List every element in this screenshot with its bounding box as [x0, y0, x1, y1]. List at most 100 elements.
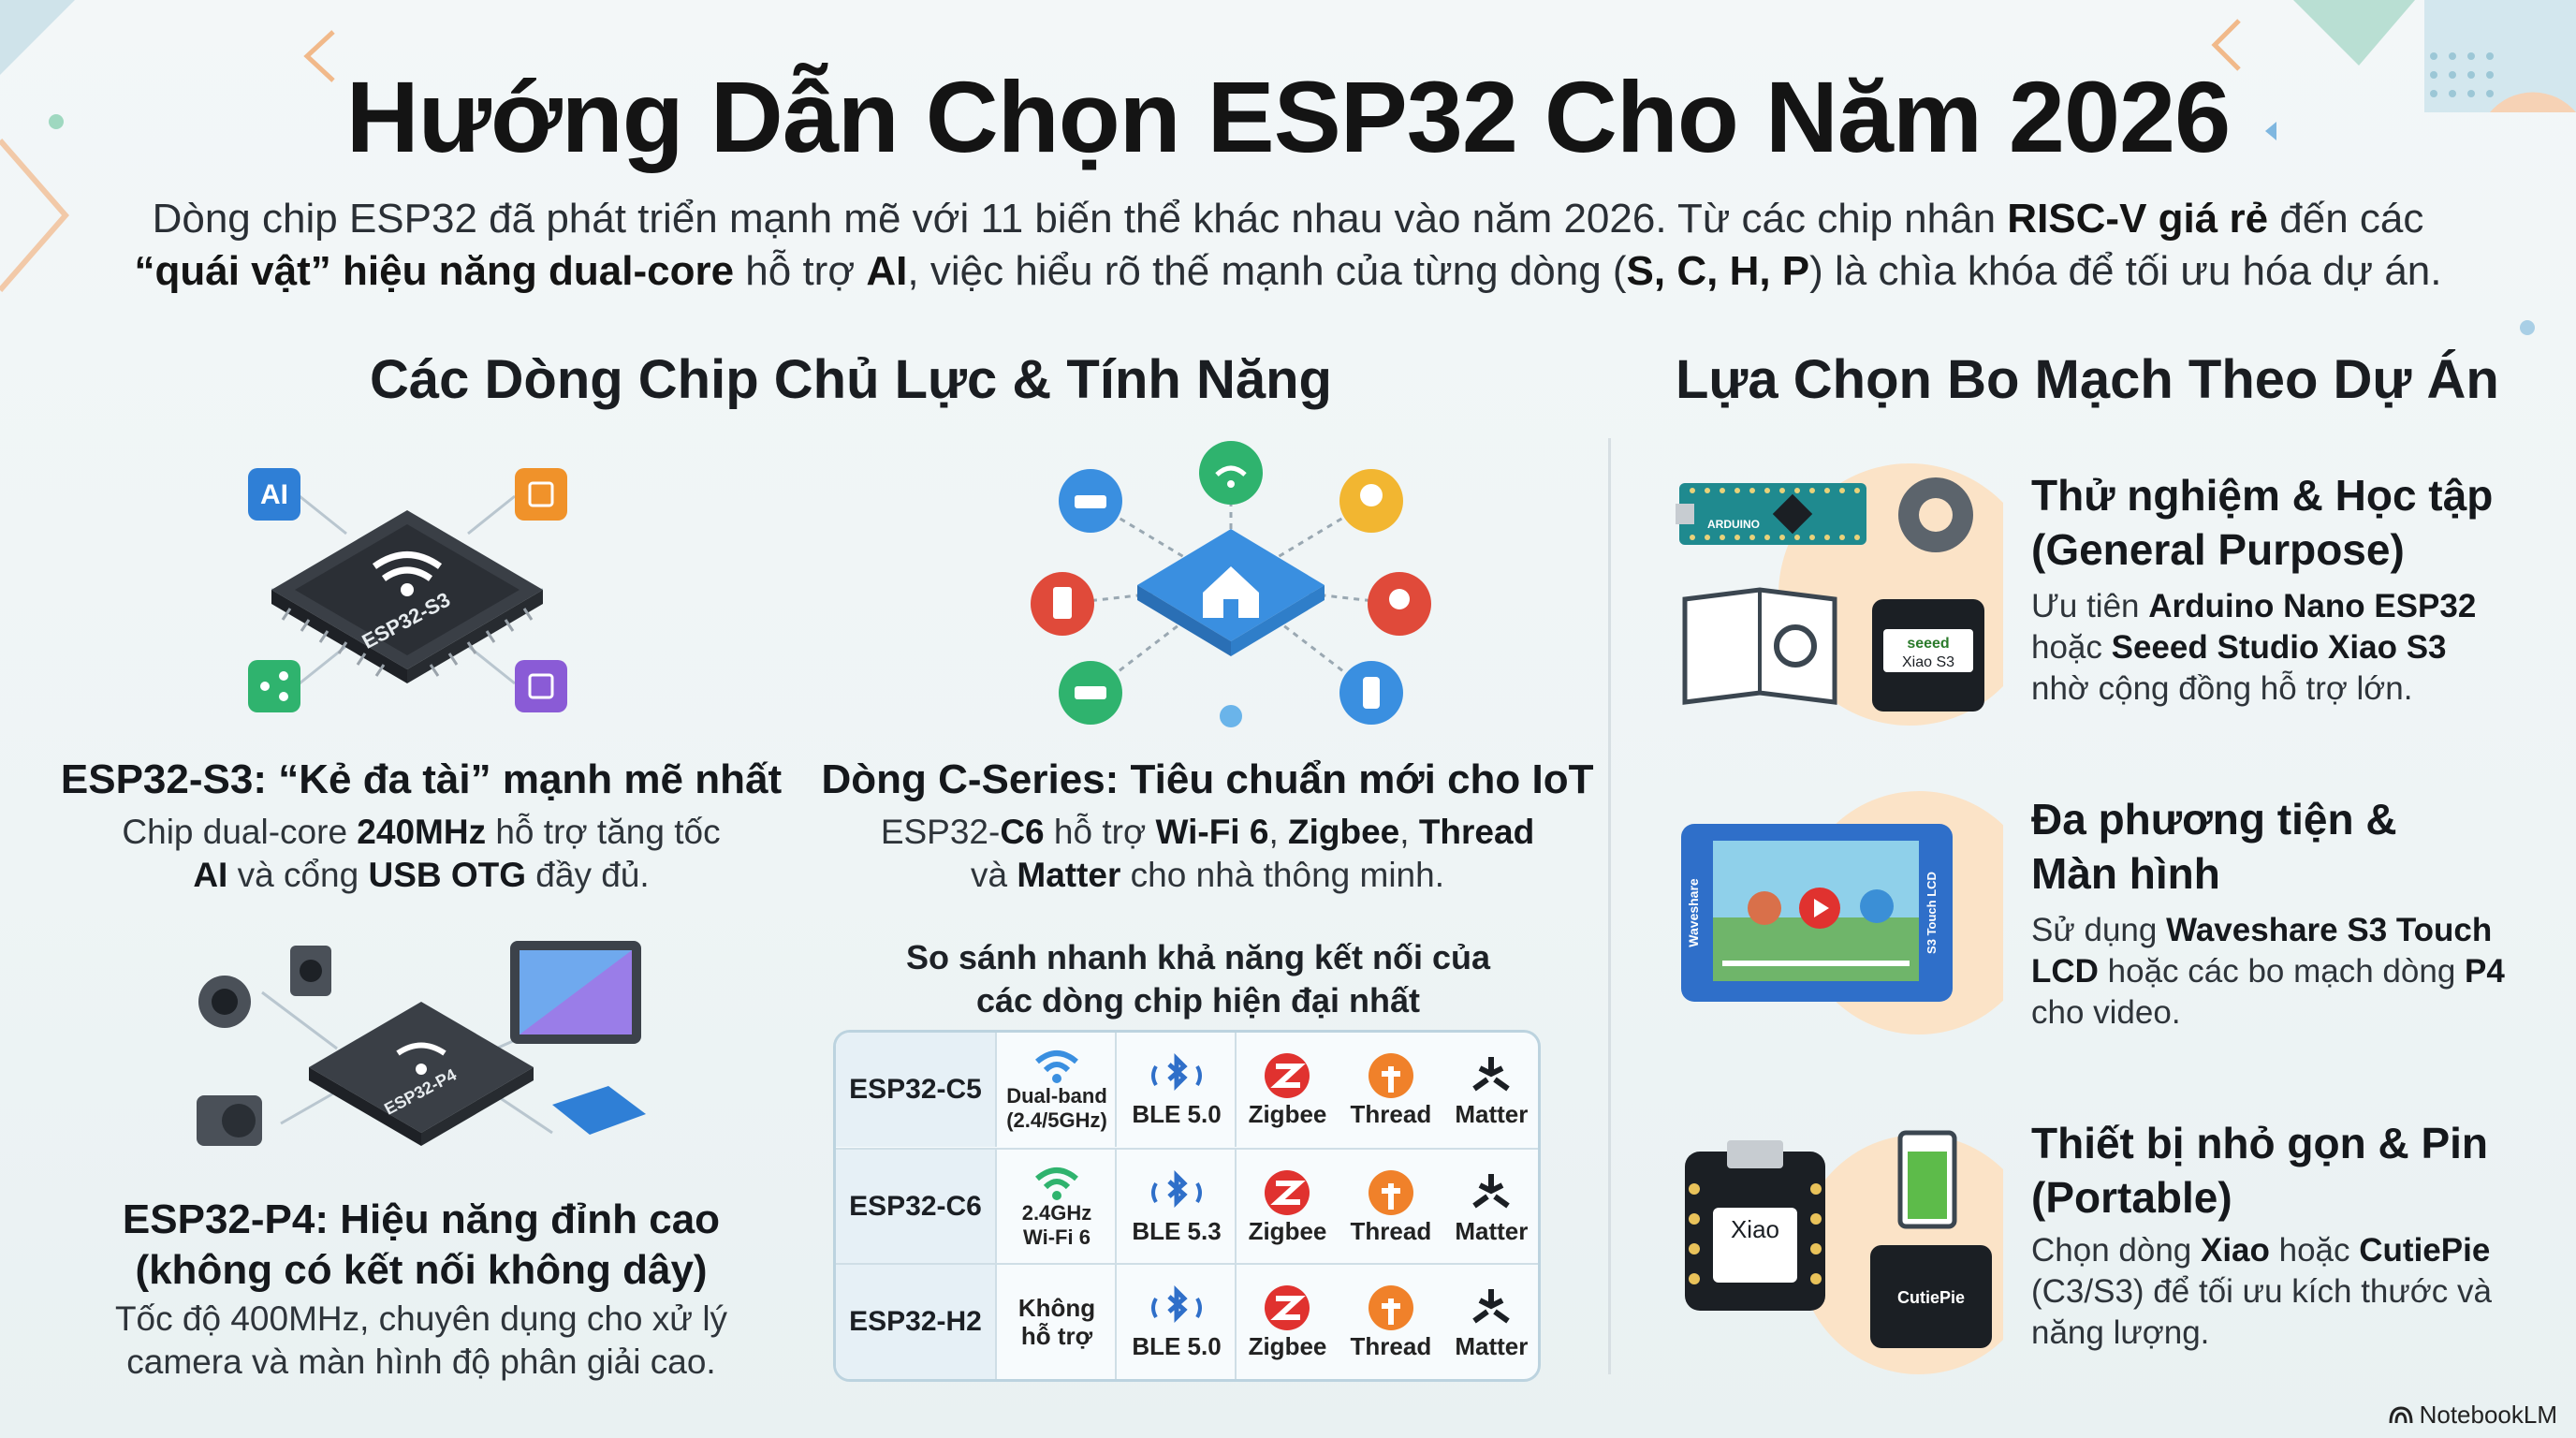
wifi-cell: Dual-band (2.4/5GHz) [995, 1033, 1117, 1147]
matter-icon [1472, 1174, 1511, 1209]
desc-text: cho video. [2031, 994, 2181, 1031]
desc-bold: Xiao [2200, 1232, 2270, 1269]
desc-text: Chip dual-core [122, 813, 358, 851]
arduino-nano-board-illustration: ARDUINO seeed Xiao S3 [1676, 463, 2003, 726]
board-label: Waveshare [1686, 878, 1701, 947]
desc-bold: C6 [1000, 813, 1045, 851]
desc-bold: Arduino Nano ESP32 [2148, 588, 2477, 624]
wifi-label: Không [1017, 1294, 1096, 1322]
thread-icon [1368, 1285, 1413, 1330]
protocols-cell: Zigbee Thread Matter [1235, 1150, 1538, 1264]
ble-label: BLE 5.0 [1132, 1332, 1222, 1360]
chip-name: ESP32-C6 [836, 1150, 995, 1264]
thread-label: Thread [1350, 1100, 1432, 1128]
wifi-cell: 2.4GHz Wi-Fi 6 [995, 1150, 1117, 1264]
desc-text: năng lượng. [2031, 1314, 2210, 1351]
waveshare-lcd-illustration: Waveshare S3 Touch LCD [1681, 791, 2003, 1034]
ble-label: BLE 5.3 [1132, 1217, 1222, 1245]
thread-icon [1368, 1170, 1413, 1215]
card-title-line: Thiết bị nhỏ gọn & Pin [2031, 1119, 2489, 1167]
intro-paragraph: Dòng chip ESP32 đã phát triển mạnh mẽ vớ… [122, 193, 2454, 298]
wifi-label: hỗ trợ [1020, 1322, 1093, 1350]
desc-text: hoặc [2031, 629, 2112, 666]
desc-bold: 240MHz [357, 813, 487, 851]
chevron-decoration [303, 30, 335, 82]
card-title-line: (General Purpose) [2031, 525, 2405, 574]
desc-text: hoặc các bo mạch dòng [2098, 953, 2466, 990]
s3-title: ESP32-S3: “Kẻ đa tài” mạnh mẽ nhất [60, 756, 783, 802]
table-row: ESP32-H2 Không hỗ trợ BLE 5.0 Zigbee Thr… [836, 1263, 1538, 1379]
desc-text: hoặc [2269, 1232, 2360, 1269]
matter-label: Matter [1455, 1100, 1529, 1128]
card-portable-title: Thiết bị nhỏ gọn & Pin (Portable) [2031, 1116, 2488, 1225]
notebooklm-logo-icon [2389, 1405, 2413, 1423]
section-divider [1608, 438, 1611, 1374]
desc-text: , [1399, 813, 1419, 851]
wifi-icon [1035, 1050, 1078, 1083]
intro-text: ) là chìa khóa để tối ưu hóa dự án. [1809, 248, 2442, 294]
board-label: seeed [1907, 636, 1949, 652]
card-general-title: Thử nghiệm & Học tập (General Purpose) [2031, 468, 2493, 577]
corner-decoration-top-right [2211, 0, 2576, 335]
bluetooth-icon [1151, 1284, 1202, 1324]
p4-title-line: ESP32-P4: Hiệu năng đỉnh cao [122, 1196, 721, 1242]
desc-bold: AI [193, 856, 228, 894]
zigbee-label: Zigbee [1248, 1100, 1327, 1128]
wifi-label: 2.4GHz [1021, 1201, 1092, 1225]
desc-text: và cổng [227, 856, 369, 894]
board-label: CutiePie [1897, 1288, 1965, 1307]
thread-label: Thread [1350, 1217, 1432, 1245]
intro-text: hỗ trợ [734, 248, 867, 294]
board-label: Xiao [1731, 1215, 1779, 1243]
matter-label: Matter [1455, 1332, 1529, 1360]
ble-cell: BLE 5.3 [1115, 1150, 1237, 1264]
corner-decoration-top-left [0, 0, 75, 292]
matter-icon [1472, 1289, 1511, 1324]
intro-text: đến các [2268, 196, 2424, 242]
card-title-line: (Portable) [2031, 1173, 2232, 1222]
intro-text: , việc hiểu rõ thế mạnh của từng dòng ( [907, 248, 1627, 294]
desc-bold: P4 [2465, 953, 2505, 990]
desc-text: nhờ cộng đồng hỗ trợ lớn. [2031, 670, 2413, 707]
intro-bold: AI [866, 248, 908, 294]
page-title: Hướng Dẫn Chọn ESP32 Cho Năm 2026 [345, 60, 2231, 173]
zigbee-icon [1265, 1285, 1310, 1330]
p4-title-line: (không có kết nối không dây) [135, 1247, 708, 1293]
wifi-icon [1035, 1167, 1078, 1200]
matter-icon [1472, 1057, 1511, 1092]
chip-name: ESP32-H2 [836, 1265, 995, 1379]
card-title-line: Màn hình [2031, 849, 2220, 898]
thread-label: Thread [1350, 1332, 1432, 1360]
desc-bold: CutiePie [2359, 1232, 2491, 1269]
board-label: Xiao S3 [1902, 654, 1954, 670]
zigbee-label: Zigbee [1248, 1332, 1327, 1360]
c-series-description: ESP32-C6 hỗ trợ Wi-Fi 6, Zigbee, Thread … [814, 811, 1601, 897]
desc-text: Ưu tiên [2031, 588, 2149, 624]
ai-badge: AI [260, 479, 288, 510]
card-multimedia-description: Sử dụng Waveshare S3 Touch LCD hoặc các … [2031, 910, 2505, 1034]
desc-bold: Thread [1418, 813, 1535, 851]
card-portable-description: Chọn dòng Xiao hoặc CutiePie (C3/S3) để … [2031, 1230, 2492, 1354]
table-row: ESP32-C5 Dual-band (2.4/5GHz) BLE 5.0 Zi… [836, 1033, 1538, 1147]
desc-text: cho nhà thông minh. [1120, 856, 1444, 894]
ble-cell: BLE 5.0 [1115, 1265, 1237, 1379]
matter-label: Matter [1455, 1217, 1529, 1245]
bluetooth-icon [1151, 1169, 1202, 1209]
board-label: ARDUINO [1707, 518, 1760, 531]
chip-name: ESP32-C5 [836, 1033, 995, 1147]
left-section-title: Các Dòng Chip Chủ Lực & Tính Năng [370, 349, 1332, 410]
desc-bold: Wi-Fi 6 [1155, 813, 1269, 851]
xiao-cutiepie-illustration: Xiao CutiePie [1685, 1130, 2003, 1374]
desc-text: đầy đủ. [526, 856, 650, 894]
card-multimedia-title: Đa phương tiện & Màn hình [2031, 792, 2397, 901]
c-series-title: Dòng C-Series: Tiêu chuẩn mới cho IoT [821, 756, 1594, 802]
table-row: ESP32-C6 2.4GHz Wi-Fi 6 BLE 5.3 Zigbee T… [836, 1148, 1538, 1264]
thread-icon [1368, 1053, 1413, 1098]
desc-bold: Zigbee [1288, 813, 1400, 851]
right-section-title: Lựa Chọn Bo Mạch Theo Dự Án [1676, 349, 2499, 410]
intro-bold: RISC-V giá rẻ [2007, 196, 2269, 242]
zigbee-label: Zigbee [1248, 1217, 1327, 1245]
protocols-cell: Zigbee Thread Matter [1235, 1033, 1538, 1147]
card-general-description: Ưu tiên Arduino Nano ESP32 hoặc Seeed St… [2031, 586, 2476, 710]
desc-text: Tốc độ 400MHz, chuyên dụng cho xử lý [114, 1299, 728, 1338]
